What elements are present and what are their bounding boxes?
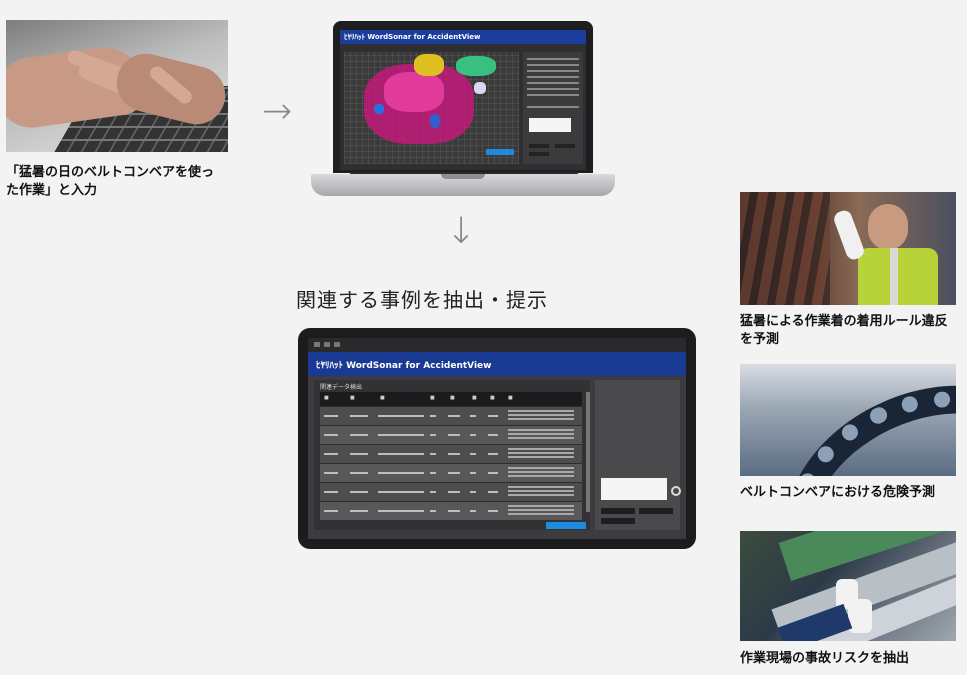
tablet-side-panel: [595, 380, 681, 530]
laptop-search-button[interactable]: [486, 149, 514, 155]
tablet-input-box[interactable]: [601, 478, 667, 500]
gear-icon[interactable]: [671, 486, 681, 496]
arrow-down-icon: ↓: [446, 211, 477, 252]
table-row[interactable]: [320, 444, 582, 463]
table-row[interactable]: [320, 406, 582, 425]
laptop-base: [311, 174, 615, 196]
tablet-frame: ﾋﾔﾘﾊｯﾄ WordSonar for AccidentView 関連データ検…: [298, 328, 696, 549]
tablet-action-button[interactable]: [546, 522, 586, 529]
conveyor-photo: [740, 364, 956, 476]
table-scrollbar[interactable]: [586, 392, 590, 512]
tablet-app-title: ﾋﾔﾘﾊｯﾄ WordSonar for AccidentView: [316, 361, 492, 371]
table-row[interactable]: [320, 425, 582, 444]
table-row[interactable]: [320, 482, 582, 501]
laptop-app-title: ﾋﾔﾘﾊｯﾄ WordSonar for AccidentView: [344, 33, 481, 41]
result-headline: 関連する事例を抽出・提示: [296, 288, 548, 312]
laptop-screen: ﾋﾔﾘﾊｯﾄ WordSonar for AccidentView: [340, 30, 586, 170]
browser-toolbar: [308, 338, 686, 352]
factory-rails-photo: [740, 531, 956, 641]
example-caption-2: ベルトコンベアにおける危険予測: [740, 485, 936, 500]
laptop-side-panel: [523, 52, 583, 164]
results-panel: 関連データ検出 ■■■ ■■■ ■■: [314, 380, 590, 530]
example-caption-3: 作業現場の事故リスクを抽出: [740, 651, 910, 666]
table-row[interactable]: [320, 501, 582, 520]
section-label: 関連データ検出: [320, 384, 363, 391]
laptop-app-header: ﾋﾔﾘﾊｯﾄ WordSonar for AccidentView: [340, 30, 586, 44]
input-caption: 「猛暑の日のベルトコンベアを使っ た作業」と入力: [6, 165, 215, 198]
word-map: [344, 52, 519, 164]
table-header: ■■■ ■■■ ■■: [320, 392, 582, 406]
tablet-app-header: ﾋﾔﾘﾊｯﾄ WordSonar for AccidentView: [308, 352, 686, 376]
tablet-screen: ﾋﾔﾘﾊｯﾄ WordSonar for AccidentView 関連データ検…: [308, 338, 686, 539]
laptop-input-box[interactable]: [529, 118, 571, 132]
results-table: ■■■ ■■■ ■■: [320, 392, 582, 520]
example-caption-1: 猛暑による作業着の着用ルール違反 を予測: [740, 314, 948, 347]
table-row[interactable]: [320, 463, 582, 482]
arrow-right-icon: →: [262, 91, 293, 132]
worker-heat-photo: [740, 192, 956, 305]
typing-photo: [6, 20, 228, 152]
